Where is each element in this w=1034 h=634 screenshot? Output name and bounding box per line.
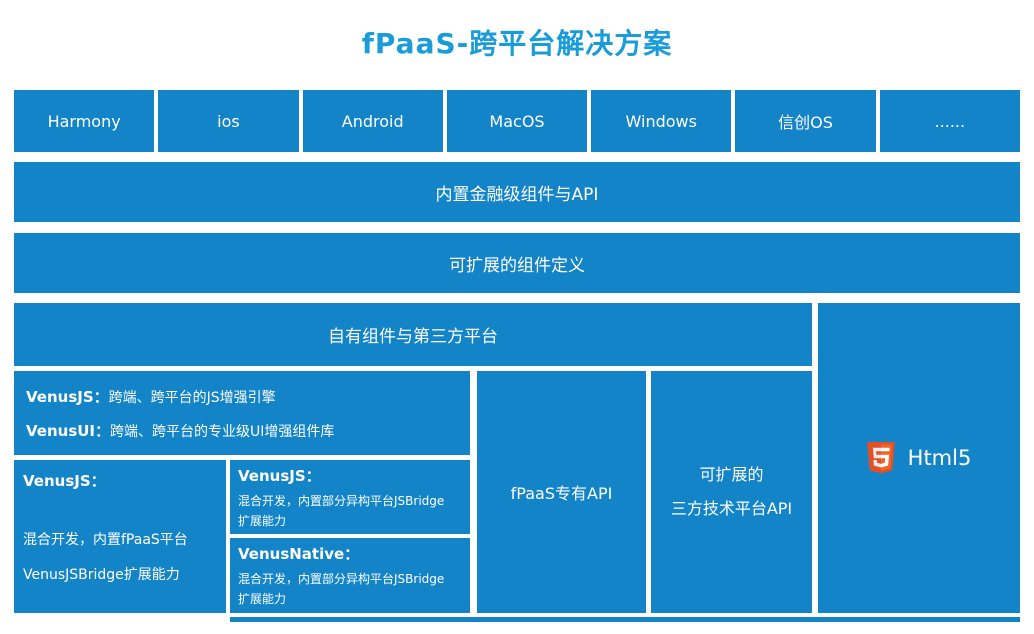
- venusjs-bridge-line2: 扩展能力: [238, 514, 287, 529]
- platform-cell-windows: Windows: [591, 90, 732, 152]
- platform-cell-others: ......: [879, 90, 1020, 152]
- venusui-desc: 跨端、跨平台的专业级UI增强组件库: [110, 423, 335, 440]
- venus-hybrid-line1: 混合开发，内置fPaaS平台: [23, 532, 188, 548]
- bottom-cropped-bar: [230, 617, 1020, 622]
- venusui-line: VenusUI：跨端、跨平台的专业级UI增强组件库: [26, 420, 458, 441]
- venusnative-bridge-line1: 混合开发，内置部分异构平台JSBridge: [238, 572, 445, 586]
- third-party-line1: 可扩展的: [699, 465, 764, 485]
- third-party-line2: 三方技术平台API: [670, 499, 793, 518]
- html5-box: Html5: [818, 303, 1020, 613]
- venus-hybrid-line2: VenusJSBridge扩展能力: [23, 567, 180, 583]
- platform-cell-xinchuang-os: 信创OS: [735, 90, 876, 152]
- venusjs-bridge-line1: 混合开发，内置部分异构平台JSBridge: [238, 494, 445, 508]
- venusjs-bridge-label: VenusJS：: [238, 467, 321, 485]
- platform-cell-android: Android: [302, 90, 443, 152]
- venusui-label: VenusUI：: [26, 421, 111, 440]
- venus-engine-box: VenusJS：跨端、跨平台的JS增强引擎 VenusUI：跨端、跨平台的专业级…: [14, 371, 470, 455]
- third-party-platform-api-box: 可扩展的 三方技术平台API: [651, 371, 812, 613]
- platform-cell-harmony: Harmony: [14, 90, 155, 152]
- diagram-title: fPaaS-跨平台解决方案: [361, 27, 673, 60]
- venus-hybrid-label: VenusJS：: [23, 472, 106, 490]
- platforms-row: Harmony ios Android MacOS Windows 信创OS .…: [14, 90, 1020, 152]
- layer-extensible-component-definition: 可扩展的组件定义: [14, 233, 1020, 293]
- layer-own-components-third-party: 自有组件与第三方平台: [14, 303, 812, 366]
- platform-cell-macos: MacOS: [446, 90, 588, 152]
- html5-label: Html5: [907, 446, 972, 470]
- fpaas-api-box: fPaaS专有API: [477, 371, 646, 613]
- venusjs-label: VenusJS：: [26, 387, 109, 406]
- venusnative-bridge-line2: 扩展能力: [238, 592, 287, 607]
- platform-cell-ios: ios: [158, 90, 299, 152]
- html5-icon: [866, 442, 895, 474]
- venus-hybrid-box: VenusJS： 混合开发，内置fPaaS平台 VenusJSBridge扩展能…: [14, 460, 226, 613]
- venusjs-engine-line: VenusJS：跨端、跨平台的JS增强引擎: [26, 386, 458, 407]
- venusjs-bridge-box: VenusJS： 混合开发，内置部分异构平台JSBridge 扩展能力: [230, 460, 470, 534]
- venusjs-desc: 跨端、跨平台的JS增强引擎: [108, 389, 276, 406]
- venusnative-bridge-label: VenusNative：: [238, 545, 360, 563]
- venusnative-bridge-box: VenusNative： 混合开发，内置部分异构平台JSBridge 扩展能力: [230, 538, 470, 613]
- layer-builtin-financial-api: 内置金融级组件与API: [14, 162, 1020, 222]
